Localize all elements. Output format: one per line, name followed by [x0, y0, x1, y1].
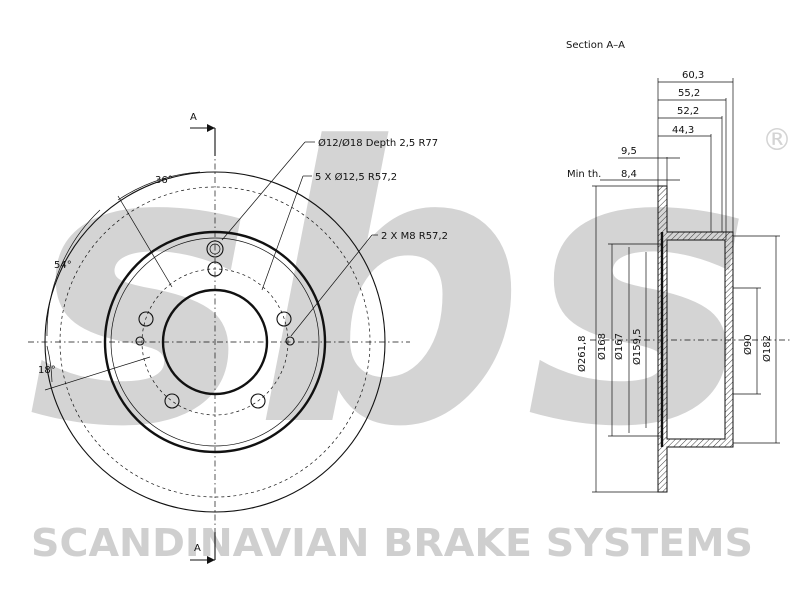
dia-182: Ø182: [761, 335, 773, 362]
min-th-label: Min th.: [567, 169, 601, 180]
angle-36-label: 36°: [155, 175, 173, 186]
section-title: Section A–A: [566, 40, 625, 51]
hat-inner-edge: [110, 237, 320, 447]
angle-18-label: 18°: [38, 365, 56, 376]
bolt-circle: [141, 268, 289, 416]
section-marker-top: A: [190, 112, 197, 123]
bolt-hole: [138, 311, 154, 327]
counterbore-hole: [206, 240, 224, 258]
hat-outer-edge: [103, 230, 327, 454]
angle-arc-36: [117, 171, 201, 201]
callout-bolt-holes: 5 X Ø12,5 R57,2: [315, 171, 397, 183]
arrow-head-icon: [207, 124, 215, 132]
dim-44-3: 44,3: [672, 125, 694, 136]
counterbore-hole-inner: [209, 243, 221, 255]
bolt-hole: [207, 261, 223, 277]
bolt-hole: [164, 393, 180, 409]
angle-leader: [117, 195, 173, 288]
watermark-logo-text: sbs: [28, 67, 752, 510]
dim-60-3: 60,3: [682, 70, 704, 81]
callout-leader: [221, 141, 306, 241]
angle-arc-18: [46, 345, 53, 383]
threaded-hole: [135, 336, 145, 346]
callout-leader: [261, 175, 304, 291]
bolt-hole: [276, 311, 292, 327]
friction-ring-edge: [59, 186, 371, 498]
dia-167: Ø167: [613, 333, 625, 360]
section-marker-bottom: A: [194, 543, 201, 554]
callout-threads: 2 X M8 R57,2: [381, 231, 448, 242]
disc-section-profile: [657, 185, 734, 493]
angle-arc-54: [46, 209, 101, 337]
dia-261-8: Ø261,8: [576, 336, 588, 373]
bolt-hole: [250, 393, 266, 409]
angle-54-label: 54°: [54, 260, 72, 271]
disc-outer-edge: [44, 171, 386, 513]
angle-leader: [44, 356, 151, 391]
watermark-company-name: SCANDINAVIAN BRAKE SYSTEMS: [31, 521, 753, 565]
dim-9-5: 9,5: [621, 146, 637, 157]
threaded-hole: [285, 336, 295, 346]
callout-leader: [290, 234, 373, 337]
arrow-head-icon: [207, 556, 215, 564]
dia-159-5: Ø159,5: [631, 329, 643, 366]
callout-center-bore: Ø12/Ø18 Depth 2,5 R77: [318, 137, 438, 149]
registered-mark-icon: ®: [762, 123, 792, 158]
dia-168: Ø168: [596, 333, 608, 360]
dia-90: Ø90: [742, 334, 754, 355]
front-view: A A 36° 54° 18° Ø12/Ø18 Depth 2,5 R77 5 …: [28, 112, 448, 564]
dim-55-2: 55,2: [678, 88, 700, 99]
center-bore: [161, 288, 269, 396]
min-th-value: 8,4: [621, 169, 637, 180]
section-view: Section A–A 60,3 55,2 52,2 44,3 9,5 Min …: [566, 40, 790, 493]
dim-52-2: 52,2: [677, 106, 699, 117]
